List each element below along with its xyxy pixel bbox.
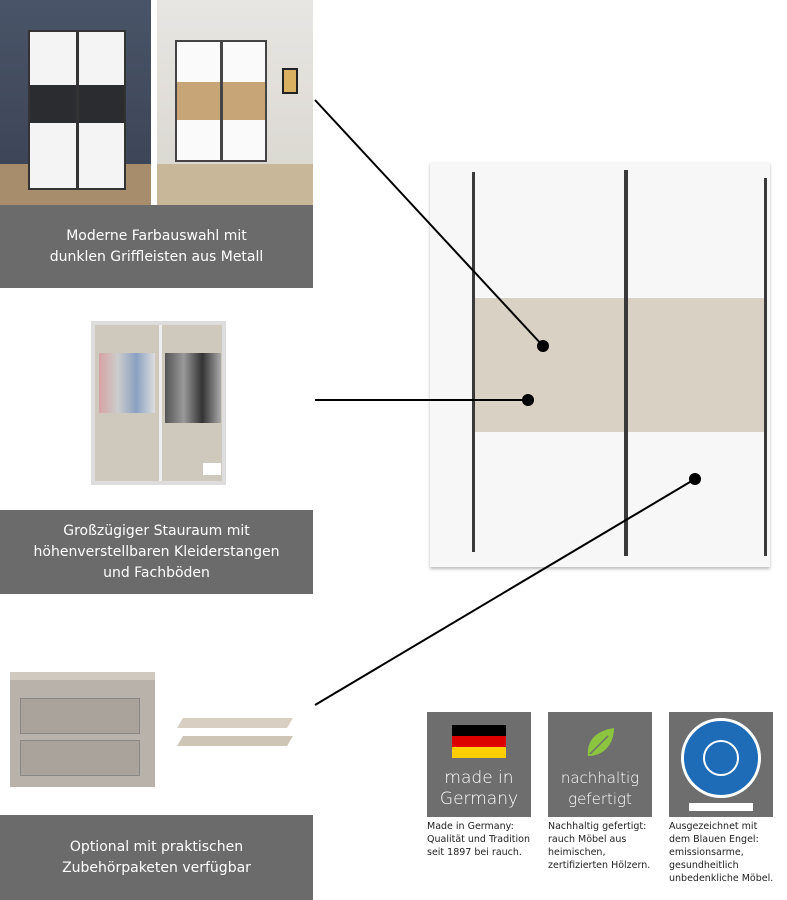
badge-caption: Ausgezeichnet mit dem Blauen Engel: emis… bbox=[669, 820, 787, 885]
caption-line: Qualität und Tradition bbox=[427, 834, 530, 845]
caption-line: rauch Möbel aus bbox=[548, 834, 627, 845]
feature-banner-accessories: Optional mit praktischen Zubehörpaketen … bbox=[0, 815, 313, 900]
germany-flag-icon bbox=[452, 725, 506, 758]
caption-line: seit 1897 bei rauch. bbox=[427, 847, 522, 858]
badge-made-in-germany: made in Germany bbox=[427, 712, 531, 817]
caption-line: unbedenkliche Möbel. bbox=[669, 873, 774, 884]
wardrobe-image bbox=[430, 162, 770, 572]
feature-text: dunklen Griffleisten aus Metall bbox=[49, 248, 264, 265]
room-photo-dark bbox=[0, 0, 151, 205]
feature-text: Zubehörpaketen verfügbar bbox=[62, 859, 251, 876]
callout-dot bbox=[689, 473, 701, 485]
caption-line: Ausgezeichnet mit bbox=[669, 821, 758, 832]
badge-sustainable: nachhaltig gefertigt bbox=[548, 712, 652, 817]
room-photo-light bbox=[157, 0, 313, 205]
callout-dot bbox=[537, 340, 549, 352]
caption-line: zertifizierten Hölzern. bbox=[548, 860, 651, 871]
badge-blauer-engel bbox=[669, 712, 773, 817]
feature-text: und Fachböden bbox=[103, 564, 210, 581]
drawer-insert-image bbox=[10, 672, 155, 787]
badge-title: made in bbox=[444, 768, 514, 788]
feature-text: höhenverstellbaren Kleiderstangen bbox=[33, 543, 280, 560]
feature-text: Moderne Farbauswahl mit bbox=[66, 227, 247, 244]
callout-line bbox=[314, 99, 544, 347]
badge-caption: Nachhaltig gefertigt: rauch Möbel aus he… bbox=[548, 820, 668, 872]
caption-line: dem Blauen Engel: bbox=[669, 834, 759, 845]
feature-banner-colors: Moderne Farbauswahl mit dunklen Grifflei… bbox=[0, 205, 313, 288]
caption-line: heimischen, bbox=[548, 847, 606, 858]
badge-title: Germany bbox=[439, 789, 519, 809]
caption-line: emissionsarme, bbox=[669, 847, 744, 858]
feature-text: Großzügiger Stauraum mit bbox=[63, 522, 250, 539]
caption-line: gesundheitlich bbox=[669, 860, 739, 871]
feature-text: Optional mit praktischen bbox=[69, 838, 244, 855]
feature-banner-storage: Großzügiger Stauraum mit höhenverstellba… bbox=[0, 510, 313, 594]
caption-line: Nachhaltig gefertigt: bbox=[548, 821, 647, 832]
badge-caption: Made in Germany: Qualität und Tradition … bbox=[427, 820, 547, 859]
blauer-engel-icon bbox=[681, 718, 761, 798]
callout-line bbox=[314, 478, 696, 706]
wardrobe-interior-image bbox=[91, 321, 226, 485]
leaf-icon bbox=[587, 728, 614, 756]
callout-dot bbox=[522, 394, 534, 406]
badge-title: gefertigt bbox=[568, 790, 632, 808]
caption-line: Made in Germany: bbox=[427, 821, 514, 832]
badge-title: nachhaltig bbox=[560, 769, 640, 787]
